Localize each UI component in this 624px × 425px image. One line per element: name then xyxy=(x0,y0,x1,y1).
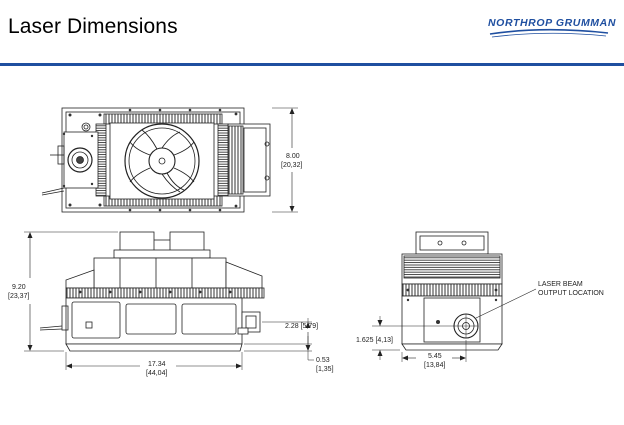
front-view xyxy=(24,231,314,370)
northrop-grumman-logo: NORTHROP GRUMMAN xyxy=(484,16,615,40)
beam-offset-dimension: 1.625 [4,13] xyxy=(356,337,393,344)
foot-dimension-cm: [1,35] xyxy=(316,366,334,373)
depth-dimension-in: 8.00 xyxy=(286,153,300,160)
logo-wordmark: NORTHROP GRUMMAN xyxy=(488,17,617,29)
beam-label-line1: LASER BEAM xyxy=(538,281,583,288)
height-dimension-in: 9.20 xyxy=(12,284,26,291)
length-dimension-in: 17.34 xyxy=(148,361,166,368)
width-dimension-cm: [13,84] xyxy=(424,362,445,369)
depth-dimension-cm: [20,32] xyxy=(281,162,302,169)
top-view xyxy=(41,107,298,213)
beam-height-dimension: 2.28 [5,79] xyxy=(285,323,318,330)
width-dimension-in: 5.45 xyxy=(428,353,442,360)
page-title: Laser Dimensions xyxy=(8,15,178,38)
header-rule xyxy=(0,63,624,66)
beam-label-line2: OUTPUT LOCATION xyxy=(538,290,604,297)
height-dimension-cm: [23,37] xyxy=(8,293,29,300)
side-view xyxy=(372,231,537,362)
logo-swoosh-icon xyxy=(489,28,609,38)
foot-dimension-in: 0.53 xyxy=(316,357,330,364)
length-dimension-cm: [44,04] xyxy=(146,370,167,377)
